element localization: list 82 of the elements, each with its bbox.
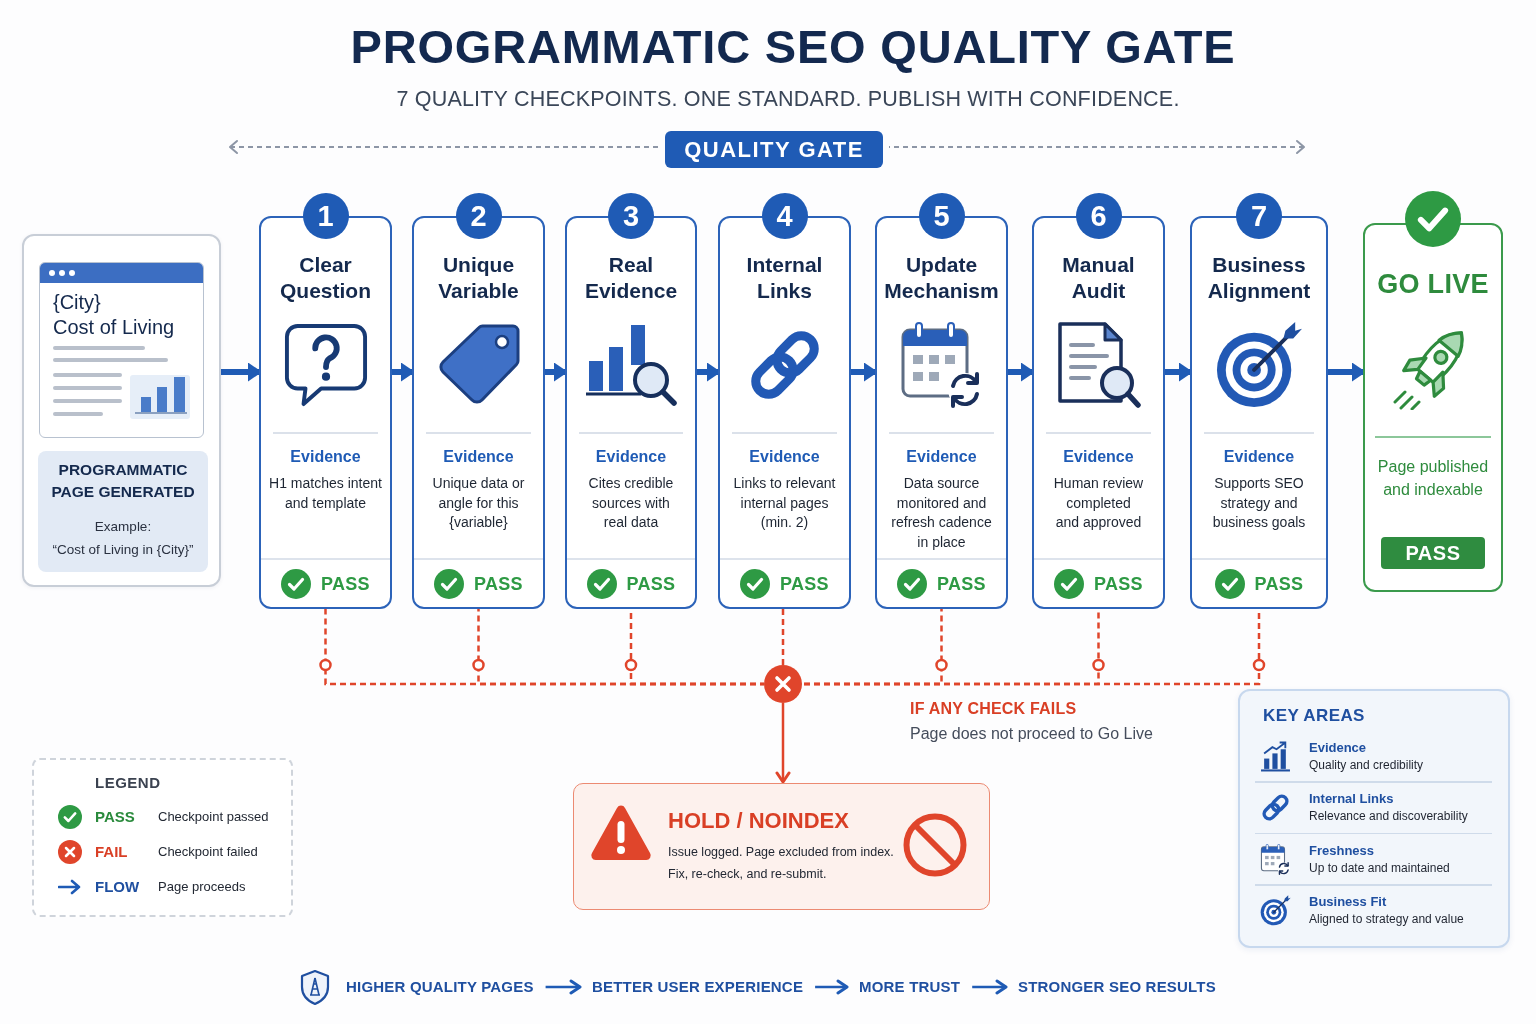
dashed-connector	[781, 609, 785, 665]
title: PROGRAMMATIC SEO QUALITY GATE	[350, 19, 1236, 75]
step-number: 4	[761, 193, 808, 239]
key-area-title: Internal Links	[1309, 790, 1394, 808]
hold-title: HOLD / NOINDEX	[668, 808, 849, 834]
evidence-heading: Evidence	[443, 447, 514, 467]
gate-label: QUALITY GATE	[665, 131, 883, 168]
hold-text: Fix, re-check, and re-submit.	[668, 866, 827, 883]
example-text: “Cost of Living in {City}”	[52, 541, 194, 559]
page-mockup	[39, 262, 204, 438]
checkpoint-title: Internal Links	[745, 252, 824, 304]
evidence-heading: Evidence	[749, 447, 820, 467]
checkpoint-title: Update Mechanism	[883, 252, 1000, 304]
step-number: 5	[918, 193, 965, 239]
pass-status: PASS	[1094, 572, 1143, 595]
outcome-text: BETTER USER EXPERIENCE	[592, 978, 804, 996]
arrow	[815, 979, 849, 995]
checkpoint-title: Business Alignment	[1206, 252, 1312, 304]
key-area-text: Up to date and maintained	[1309, 859, 1450, 877]
page-generated-panel	[38, 451, 208, 572]
key-area-title: Freshness	[1309, 841, 1375, 860]
legend-description: Checkpoint passed	[158, 808, 269, 826]
legend-label: PASS	[95, 808, 135, 826]
step-number: 1	[302, 193, 349, 239]
legend-description: Checkpoint failed	[158, 843, 258, 861]
evidence-text: Human review completed and approved	[1053, 474, 1144, 532]
pass-status: PASS	[474, 572, 523, 595]
panel-heading: PROGRAMMATIC PAGE GENERATED	[50, 460, 196, 502]
step-number: 2	[455, 193, 502, 239]
subtitle: 7 QUALITY CHECKPOINTS. ONE STANDARD. PUBLISH WITH CONFIDENCE.	[396, 86, 1180, 112]
evidence-heading: Evidence	[1223, 447, 1295, 467]
evidence-text: Supports SEO strategy and business goals	[1211, 474, 1307, 532]
evidence-text: H1 matches intent and template	[268, 474, 383, 513]
pass-status: PASS	[321, 572, 370, 595]
evidence-heading: Evidence	[1063, 447, 1134, 467]
legend-description: Page proceeds	[158, 878, 246, 896]
mockup-heading: {City}	[53, 290, 101, 315]
arrow	[775, 703, 791, 784]
pass-status: PASS	[937, 572, 986, 595]
page-card	[22, 234, 221, 587]
outcome-text: MORE TRUST	[859, 978, 961, 996]
key-area-title: Evidence	[1309, 738, 1367, 757]
go-live-description: Page published and indexable	[1376, 457, 1490, 500]
key-area-title: Business Fit	[1309, 893, 1387, 911]
step-number: 7	[1236, 193, 1282, 239]
evidence-heading: Evidence	[595, 447, 667, 467]
evidence-text: Cites credible sources with real data	[587, 474, 675, 532]
arrow	[972, 979, 1008, 995]
legend-label: FLOW	[95, 878, 140, 896]
go-live-title: GO LIVE	[1377, 269, 1489, 299]
checkpoint-title: Clear Question	[279, 252, 372, 304]
evidence-text: Data source monitored and refresh cadence in place	[890, 474, 993, 552]
checkpoint-title: Manual Audit	[1061, 252, 1136, 304]
step-number: 3	[608, 193, 654, 239]
evidence-heading: Evidence	[290, 447, 361, 467]
legend-title: LEGEND	[95, 774, 161, 792]
pass-status: PASS	[626, 572, 676, 595]
key-areas-panel	[1238, 689, 1510, 948]
key-area-text: Relevance and discoverability	[1309, 808, 1468, 825]
example-text: Example:	[94, 518, 152, 536]
note-text: Page does not proceed to Go Live	[910, 724, 1153, 744]
key-area-text: Quality and credibility	[1309, 756, 1424, 774]
checkpoint-title: Real Evidence	[583, 252, 679, 304]
key-area-text: Aligned to strategy and value	[1309, 911, 1464, 928]
hold-text: Issue logged. Page excluded from index.	[668, 844, 894, 861]
warning-heading: IF ANY CHECK FAILS	[910, 699, 1077, 719]
pass-stamp: PASS	[1381, 537, 1485, 569]
panel-heading: KEY AREAS	[1263, 706, 1365, 726]
evidence-text: Links to relevant internal pages (min. 2)	[732, 474, 837, 532]
hold-panel	[573, 783, 990, 910]
evidence-text: Unique data or angle for this {variable}	[431, 474, 526, 532]
mockup-heading: Cost of Living	[53, 315, 175, 340]
outcome-text: HIGHER QUALITY PAGES	[346, 978, 534, 996]
legend-label: FAIL	[95, 843, 128, 861]
fail-x-icon	[764, 665, 802, 703]
checkpoint-title: Unique Variable	[437, 252, 520, 304]
outcome-text: STRONGER SEO RESULTS	[1018, 978, 1216, 996]
pass-status: PASS	[780, 572, 829, 595]
arrow	[545, 979, 582, 995]
step-number: 6	[1075, 193, 1122, 239]
pass-status: PASS	[1254, 572, 1304, 595]
evidence-heading: Evidence	[906, 447, 977, 467]
